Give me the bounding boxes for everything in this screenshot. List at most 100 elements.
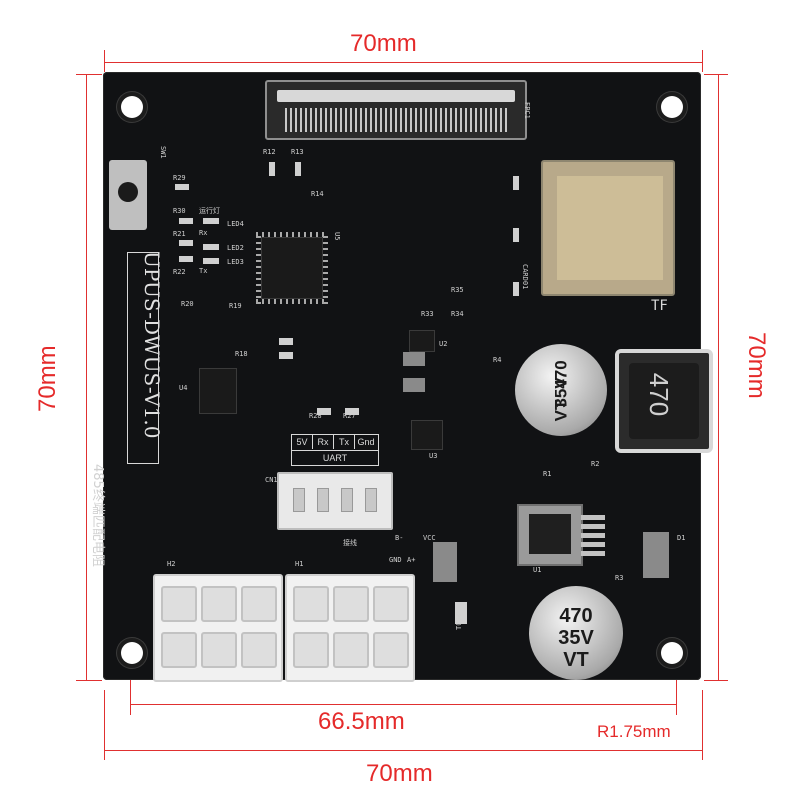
resistor-ref-r14: R14	[311, 190, 324, 198]
mount-hole-top-left	[121, 96, 143, 118]
fpc-slot	[277, 90, 515, 102]
board-name-label: UPUS-DWUS-V1.0	[140, 251, 164, 439]
smd-part	[175, 184, 189, 190]
header-ref-h1: H1	[295, 560, 304, 568]
connector-cell	[373, 632, 409, 668]
power-inductor: 470	[615, 349, 713, 453]
right-dimension-line	[718, 74, 719, 680]
smd-part	[403, 352, 425, 366]
header-ref-h2: H2	[167, 560, 176, 568]
bottom-dimension-tick-left	[104, 690, 105, 760]
resistor-ref-r33: R33	[421, 310, 434, 318]
resistor-ref-r21: R21	[173, 230, 186, 238]
cap2-value: 470	[559, 605, 593, 627]
card-slot-ref: CARD01	[521, 264, 529, 290]
fpc-ref-label: FPC1	[523, 102, 531, 119]
resistor-ref-r28: R28	[309, 412, 322, 420]
connector-cell	[333, 632, 369, 668]
resistor-ref-r29: R29	[173, 174, 186, 182]
rs485-pin-b: B-	[395, 534, 404, 542]
resistor-ref-r1: R1	[543, 470, 552, 478]
resistor-ref-r30: R30	[173, 207, 186, 215]
led-ref-2: LED2	[227, 244, 244, 252]
push-switch	[109, 160, 147, 230]
led-label-tx: Tx	[199, 267, 208, 275]
board-name-frame: UPUS-DWUS-V1.0	[127, 251, 164, 464]
right-dimension-tick-bottom	[704, 680, 728, 681]
led-ref-4: LED4	[227, 220, 244, 228]
smd-part	[513, 176, 519, 190]
smd-part	[403, 378, 425, 392]
connector-cell	[293, 586, 329, 622]
tf-card-slot	[541, 160, 675, 296]
regulator-leads	[581, 514, 605, 556]
ic-u3	[411, 420, 443, 450]
resistor-ref-r18: R18	[235, 350, 248, 358]
tf-slot-inner	[557, 176, 663, 280]
connector-cell	[241, 632, 277, 668]
uart-ref: CN1	[265, 476, 278, 484]
voltage-regulator	[517, 504, 605, 566]
hole-spacing-tick-right	[676, 655, 677, 715]
left-height-label: 70mm	[34, 345, 61, 412]
ic-ref-u4: U4	[179, 384, 188, 392]
ic-ref-u1: U1	[533, 566, 542, 574]
connector-cell	[201, 632, 237, 668]
rs485-pin-a: A+	[407, 556, 416, 564]
uart-pin-tx: Tx	[334, 435, 355, 449]
uart-pin-rx: Rx	[313, 435, 334, 449]
tf-label: TF	[651, 298, 668, 314]
led-label-rx: Rx	[199, 229, 208, 237]
mount-hole-bottom-right	[661, 642, 683, 664]
left-dimension-tick-top	[76, 74, 102, 75]
smd-part	[203, 258, 219, 264]
inductor-core	[629, 363, 699, 439]
top-dimension-tick-right	[702, 50, 703, 72]
smd-part	[203, 218, 219, 224]
bottom-dimension-line	[104, 750, 702, 751]
left-dimension-tick-bottom	[76, 680, 102, 681]
resistor-ref-r12: R12	[263, 148, 276, 156]
smd-part	[455, 602, 467, 624]
smd-part	[643, 532, 669, 578]
hole-spacing-tick-left	[130, 655, 131, 715]
bottom-dimension-tick-right	[702, 690, 703, 760]
fpc-pins	[285, 108, 507, 132]
smd-part	[203, 244, 219, 250]
fuse-ref: T050	[455, 613, 463, 630]
connector-cell	[161, 632, 197, 668]
top-dimension-line	[104, 62, 702, 63]
top-dimension-tick-left	[104, 50, 105, 72]
termination-note: 485终端匹配电阻	[90, 464, 105, 567]
resistor-ref-r20: R20	[181, 300, 194, 308]
uart-pin-5v: 5V	[292, 435, 313, 449]
connector-cell	[161, 586, 197, 622]
electrolytic-capacitor-1: 470 35V VT	[515, 344, 607, 436]
uart-connector-pin	[317, 488, 329, 512]
top-width-label: 70mm	[350, 30, 417, 57]
uart-connector-pin	[365, 488, 377, 512]
right-dimension-tick-top	[704, 74, 728, 75]
rs485-label: 接线	[343, 539, 357, 547]
fpc-connector	[265, 80, 527, 140]
pcb-board: FPC1 SW1 UPUS-DWUS-V1.0 485终端匹配电阻 运行灯 Rx…	[90, 72, 713, 682]
cap2-series: VT	[563, 649, 589, 671]
switch-ref-label: SW1	[159, 146, 167, 159]
diode-ref: D1	[677, 534, 686, 542]
resistor-ref-r22: R22	[173, 268, 186, 276]
right-height-label: 70mm	[743, 332, 770, 399]
mcu-chip	[256, 232, 328, 304]
power-connector-h2	[153, 574, 283, 682]
smd-part	[179, 240, 193, 246]
connector-cell	[293, 632, 329, 668]
resistor-ref-r2: R2	[591, 460, 600, 468]
smd-part	[269, 162, 275, 176]
smd-part	[279, 352, 293, 359]
uart-connector-pin	[293, 488, 305, 512]
hole-spacing-line	[130, 704, 676, 705]
resistor-ref-r34: R34	[451, 310, 464, 318]
mount-hole-bottom-left	[121, 642, 143, 664]
ic-ref-u2: U2	[439, 340, 448, 348]
resistor-ref-r4: R4	[493, 356, 502, 364]
